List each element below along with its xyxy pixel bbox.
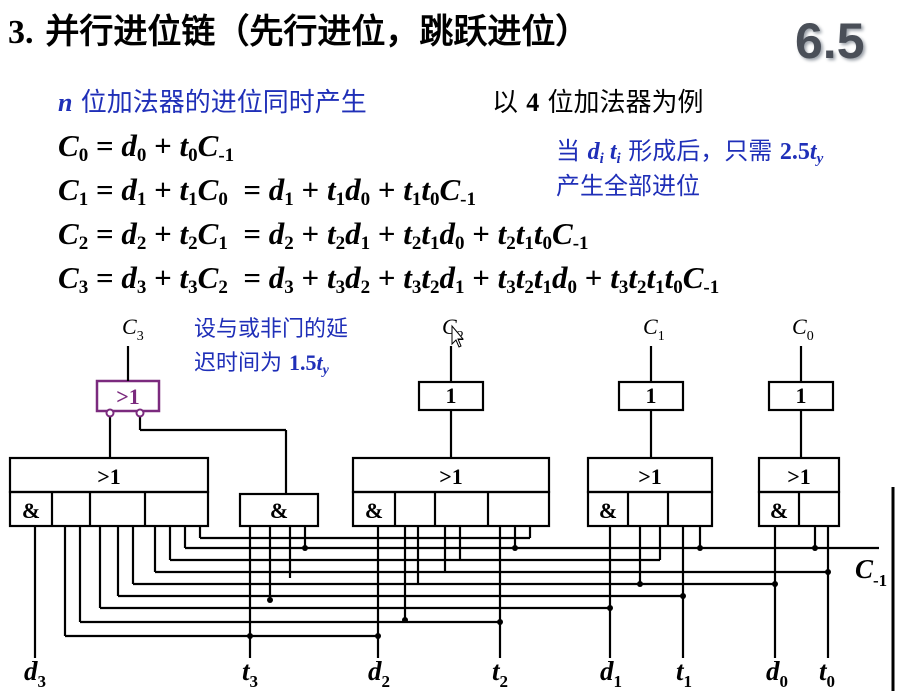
- c0-or-label: >1: [787, 464, 811, 489]
- input-label-d0: d0: [766, 656, 788, 691]
- c3-extra-and-label: &: [270, 498, 288, 523]
- c3-or-label: >1: [97, 464, 121, 489]
- c3-gate-label: >1: [116, 384, 140, 409]
- section-badge: 6.5: [795, 13, 865, 69]
- c1-and-row: [586, 490, 714, 528]
- delay-note: 设与或非门的延 迟时间为 1.5ty: [194, 317, 349, 378]
- c3-extra-and-gate: [238, 492, 320, 528]
- equation-c0: C0 = d0 + t0C-1: [58, 128, 235, 166]
- subtitle-left: n 位加法器的进位同时产生: [58, 88, 367, 118]
- c2-or-label: >1: [439, 464, 463, 489]
- carry-in-label: C-1: [855, 554, 887, 590]
- page-title: 3. 并行进位链（先行进位，跳跃进位）: [8, 12, 590, 52]
- input-label-t3: t3: [242, 656, 258, 691]
- timing-note: 当 di ti 形成后，只需 2.5ty 产生全部进位: [556, 137, 824, 200]
- input-label-t1: t1: [676, 656, 692, 691]
- c1-or-label: >1: [638, 464, 662, 489]
- c0-and-label: &: [770, 498, 788, 523]
- subtitle-right: 以 4 位加法器为例: [492, 88, 704, 118]
- output-label-c0: C0: [792, 314, 814, 344]
- input-label-d3: d3: [24, 656, 46, 691]
- output-label-c1: C1: [643, 314, 665, 344]
- input-label-t2: t2: [492, 656, 508, 691]
- input-label-t0: t0: [819, 656, 835, 691]
- c0-buffer-label: 1: [796, 383, 807, 408]
- c2-and-row: [351, 490, 551, 528]
- c2-and-label: &: [365, 498, 383, 523]
- input-label-d1: d1: [600, 656, 622, 691]
- cursor-icon: [451, 324, 465, 348]
- input-label-d2: d2: [368, 656, 390, 691]
- equation-c1: C1 = d1 + t1C0 = d1 + t1d0 + t1t0C-1: [58, 172, 476, 210]
- c1-buffer-label: 1: [646, 383, 657, 408]
- c3-and-label: &: [22, 498, 40, 523]
- c1-and-label: &: [599, 498, 617, 523]
- equation-c2: C2 = d2 + t2C1 = d2 + t2d1 + t2t1d0 + t2…: [58, 216, 589, 254]
- output-label-c3: C3: [122, 314, 144, 344]
- equation-c3: C3 = d3 + t3C2 = d3 + t3d2 + t3t2d1 + t3…: [58, 260, 720, 298]
- c3-and-row: [8, 490, 210, 528]
- c2-buffer-label: 1: [446, 383, 457, 408]
